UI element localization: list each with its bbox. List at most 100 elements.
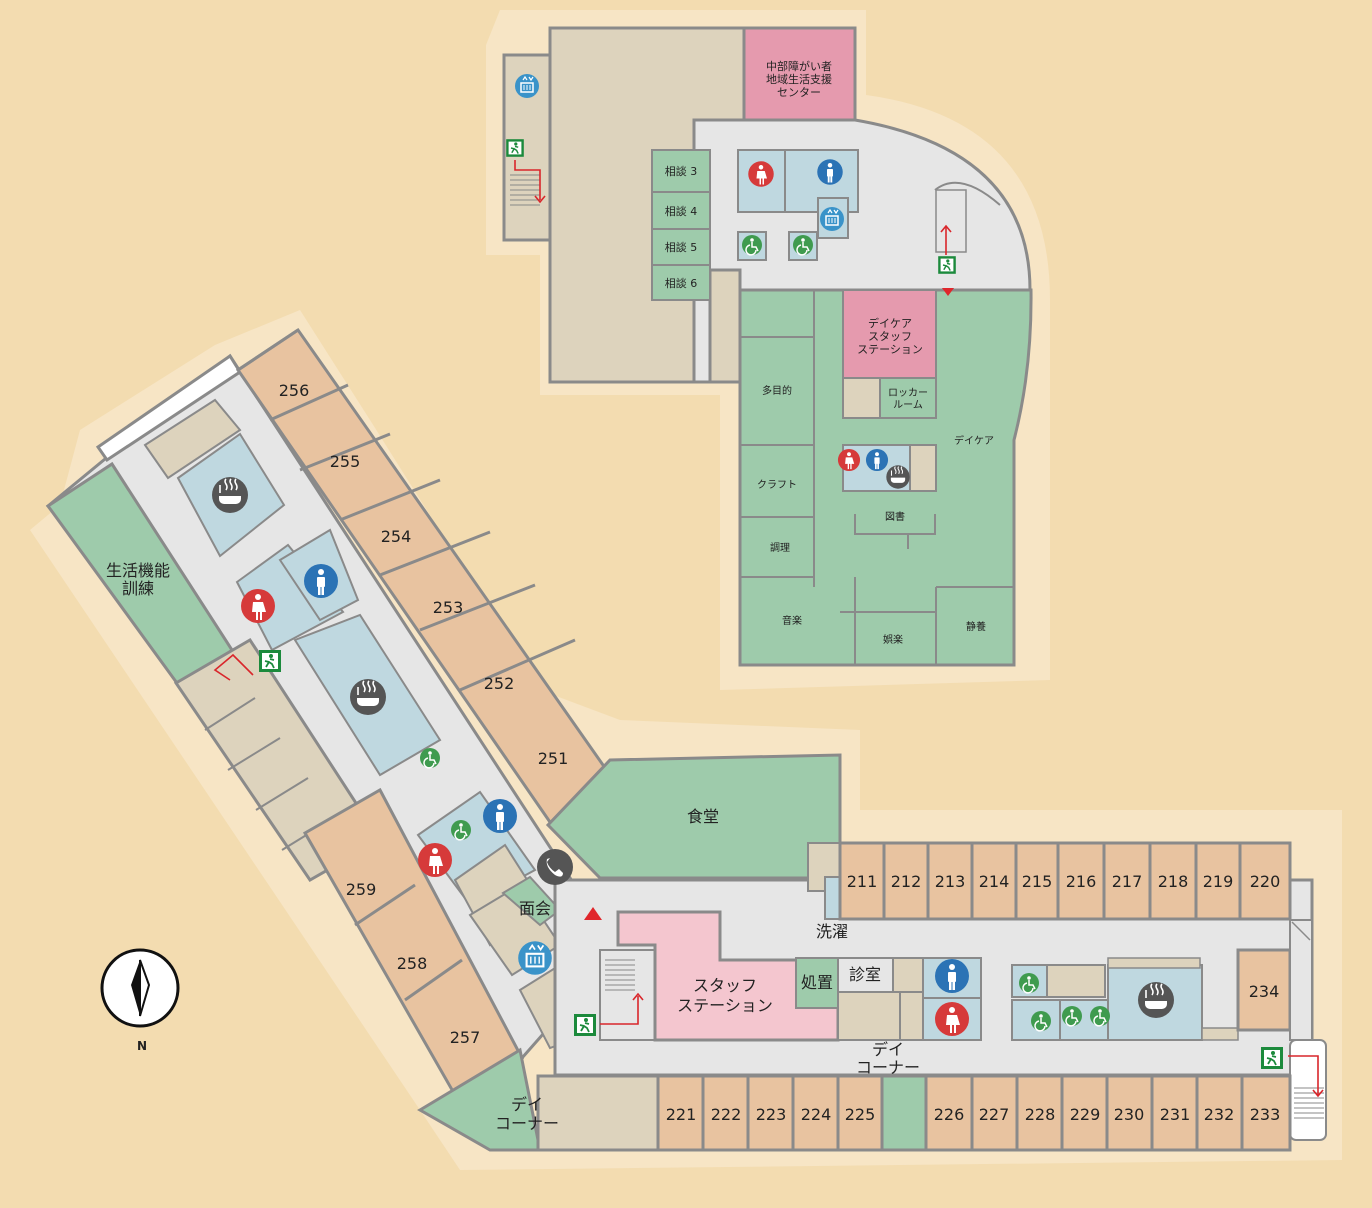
south-wing bbox=[536, 753, 1327, 1152]
room-259: 259 bbox=[346, 880, 377, 899]
elevator-icon bbox=[517, 940, 553, 976]
male-toilet-icon bbox=[483, 799, 517, 833]
consult-room-4: 相談 4 bbox=[665, 204, 698, 218]
accessible-toilet-icon bbox=[741, 234, 763, 256]
room-225: 225 bbox=[845, 1105, 876, 1124]
compass-icon bbox=[100, 948, 180, 1028]
bath-icon bbox=[1137, 981, 1175, 1019]
laundry-label: 洗濯 bbox=[816, 922, 848, 941]
female-toilet-icon bbox=[748, 161, 774, 187]
entrance-marker-icon bbox=[942, 288, 954, 296]
room-211: 211 bbox=[847, 872, 878, 891]
dining-label: 食堂 bbox=[687, 807, 719, 826]
consult-room-6: 相談 6 bbox=[665, 276, 698, 290]
music-label: 音楽 bbox=[782, 614, 802, 627]
room-228: 228 bbox=[1025, 1105, 1056, 1124]
room-217: 217 bbox=[1112, 872, 1143, 891]
craft-label: クラフト bbox=[757, 479, 797, 491]
room-251: 251 bbox=[538, 749, 569, 768]
entrance-marker-icon bbox=[584, 907, 602, 920]
multipurpose-label: 多目的 bbox=[762, 384, 792, 397]
phone-icon bbox=[537, 849, 573, 885]
room-213: 213 bbox=[935, 872, 966, 891]
locker-room-label: ルーム bbox=[893, 399, 923, 411]
room-255: 255 bbox=[330, 452, 361, 471]
room-232: 232 bbox=[1204, 1105, 1235, 1124]
exit-icon bbox=[505, 138, 525, 158]
staff-station-label: ステーション bbox=[677, 996, 773, 1015]
female-toilet-icon bbox=[935, 1002, 969, 1036]
north-building bbox=[502, 26, 1033, 667]
room-234: 234 bbox=[1249, 982, 1280, 1001]
elevator-icon bbox=[819, 206, 845, 232]
treatment-label: 処置 bbox=[801, 973, 833, 992]
room-221: 221 bbox=[666, 1105, 697, 1124]
room-254: 254 bbox=[381, 527, 412, 546]
accessible-toilet-icon bbox=[792, 234, 814, 256]
room-212: 212 bbox=[891, 872, 922, 891]
bath-icon bbox=[211, 476, 249, 514]
male-toilet-icon bbox=[817, 159, 843, 185]
room-224: 224 bbox=[801, 1105, 832, 1124]
exit-icon bbox=[937, 255, 957, 275]
daycare-station-label: スタッフ bbox=[868, 330, 912, 343]
female-toilet-icon bbox=[418, 843, 452, 877]
rehab-label: 訓練 bbox=[122, 579, 154, 598]
south-room-numbers: 221 222 223 224 225 226 227 228 229 230 … bbox=[666, 1105, 1281, 1124]
daycare-station-label: ステーション bbox=[857, 343, 923, 356]
room-231: 231 bbox=[1160, 1105, 1191, 1124]
room-216: 216 bbox=[1066, 872, 1097, 891]
exit-icon bbox=[573, 1013, 597, 1037]
evacuation-routes bbox=[213, 160, 1324, 1098]
room-220: 220 bbox=[1250, 872, 1281, 891]
bath-icon bbox=[349, 678, 387, 716]
daycare-station-label: デイケア bbox=[868, 316, 912, 330]
compass-north-label: N bbox=[137, 1039, 147, 1053]
room-227: 227 bbox=[979, 1105, 1010, 1124]
room-218: 218 bbox=[1158, 872, 1189, 891]
accessible-toilet-icon bbox=[1061, 1005, 1083, 1027]
day-corner-west-label: コーナー bbox=[495, 1114, 559, 1133]
room-229: 229 bbox=[1070, 1105, 1101, 1124]
room-253: 253 bbox=[433, 598, 464, 617]
room-219: 219 bbox=[1203, 872, 1234, 891]
north-room-numbers: 211 212 213 214 215 216 217 218 219 220 bbox=[847, 872, 1281, 891]
room-230: 230 bbox=[1114, 1105, 1145, 1124]
center-label: センター bbox=[777, 86, 821, 99]
daycare-label: デイケア bbox=[954, 434, 994, 447]
staff-station-label: スタッフ bbox=[693, 976, 757, 995]
day-corner-west-label: デイ bbox=[511, 1095, 543, 1114]
cooking-label: 調理 bbox=[770, 541, 790, 554]
female-toilet-icon bbox=[837, 448, 861, 472]
room-257: 257 bbox=[450, 1028, 481, 1047]
accessible-toilet-icon bbox=[1018, 972, 1040, 994]
male-toilet-icon bbox=[935, 959, 969, 993]
room-215: 215 bbox=[1022, 872, 1053, 891]
accessible-toilet-icon bbox=[1089, 1005, 1111, 1027]
room-252: 252 bbox=[484, 674, 515, 693]
meeting-label: 面会 bbox=[519, 899, 551, 918]
rest-label: 静養 bbox=[966, 620, 986, 633]
consult-room-5: 相談 5 bbox=[665, 240, 698, 254]
day-corner-label: コーナー bbox=[856, 1058, 920, 1077]
male-toilet-icon bbox=[304, 564, 338, 598]
west-wing bbox=[45, 327, 619, 1152]
room-223: 223 bbox=[756, 1105, 787, 1124]
exit-icon bbox=[258, 649, 282, 673]
recreation-label: 娯楽 bbox=[883, 633, 903, 646]
room-226: 226 bbox=[934, 1105, 965, 1124]
bath-icon bbox=[885, 464, 911, 490]
accessible-toilet-icon bbox=[450, 819, 472, 841]
rehab-label: 生活機能 bbox=[106, 561, 170, 580]
library-label: 図書 bbox=[885, 510, 905, 523]
room-222: 222 bbox=[711, 1105, 742, 1124]
room-258: 258 bbox=[397, 954, 428, 973]
room-214: 214 bbox=[979, 872, 1010, 891]
room-233: 233 bbox=[1250, 1105, 1281, 1124]
center-label: 地域生活支援 bbox=[766, 72, 832, 86]
consult-room-3: 相談 3 bbox=[665, 164, 698, 178]
center-label: 中部障がい者 bbox=[766, 59, 832, 73]
accessible-toilet-icon bbox=[1030, 1010, 1052, 1032]
day-corner-label: デイ bbox=[872, 1040, 904, 1059]
